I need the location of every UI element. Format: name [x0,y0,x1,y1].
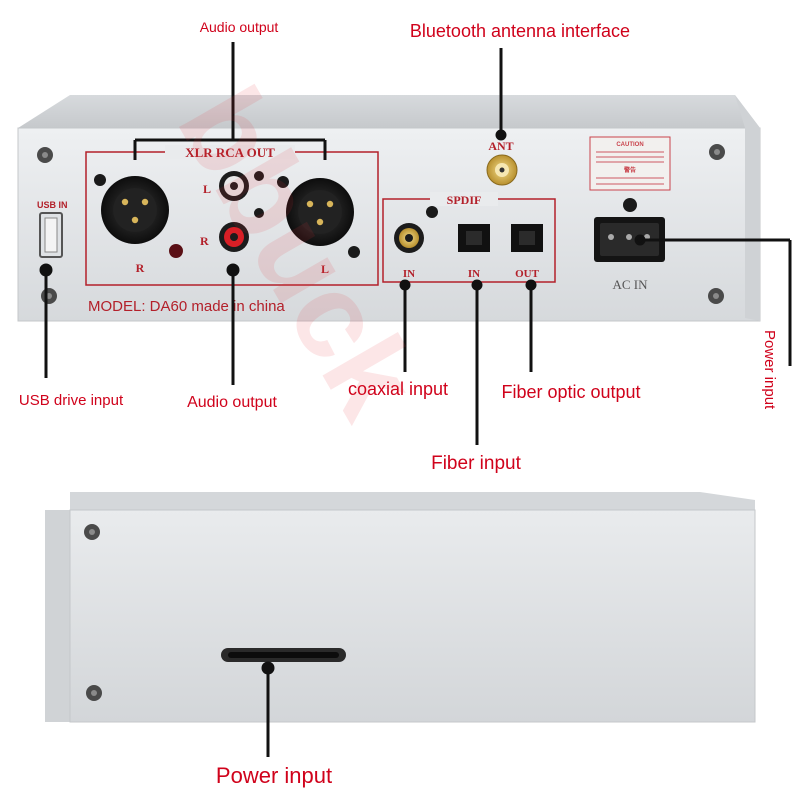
callout-usb-drive: USB drive input [19,392,124,409]
caution-sticker: CAUTION 警告 [589,136,671,191]
xlr-connector-right-channel [94,174,183,258]
rca-jack-right [219,208,264,252]
callout-coaxial: coaxial input [348,379,448,399]
side-top-edge [70,492,755,512]
screw-icon [709,144,725,160]
callout-power-input-bottom: Power input [216,763,332,788]
rca-jack-left [219,171,264,201]
coaxial-jack [394,223,424,253]
optical-output-port [511,224,543,252]
callout-bluetooth-antenna: Bluetooth antenna interface [410,21,630,41]
rca-r-label: R [200,234,209,248]
ant-label: ANT [488,139,513,153]
card-slot [221,648,346,662]
side-view [45,492,756,723]
optical-input-port [458,224,490,252]
leader-lines [39,42,792,757]
ac-power-socket [594,217,665,262]
usb-in-label: USB IN [37,200,68,210]
rear-panel-view: USB IN XLR RCA OUT R L R [17,95,761,322]
screw-icon [37,147,53,163]
opt-in-label: IN [468,268,480,280]
side-panel [69,509,756,723]
screw-icon [84,524,100,540]
spdif-label: SPDIF [447,193,482,207]
callout-audio-output-bottom: Audio output [187,394,277,411]
chassis-top [18,95,760,128]
svg-text:警告: 警告 [623,166,636,174]
chassis-side-edge [735,95,760,321]
antenna-connector [486,154,518,186]
rca-l-label: L [203,182,211,196]
callout-labels: Audio output Bluetooth antenna interface… [19,19,778,788]
coax-in-label: IN [403,268,415,280]
model-label: MODEL: DA60 made in china [88,298,285,315]
callout-audio-output-top: Audio output [200,19,279,35]
opt-out-label: OUT [515,268,540,280]
screw-icon [86,685,102,701]
ac-in-label: AC IN [612,277,648,292]
callout-fiber-optic-output: Fiber optic output [501,382,640,402]
screw-icon [708,288,724,304]
side-front-lip [45,510,70,722]
screw-icon [41,288,57,304]
callout-power-input-side: Power input [761,330,778,410]
xlr-rca-out-label: XLR RCA OUT [185,145,275,160]
xlr-connector-left-channel [277,176,360,258]
svg-text:CAUTION: CAUTION [616,142,643,148]
xlr-r-label: R [136,261,145,275]
callout-fiber-input: Fiber input [431,453,521,474]
xlr-l-label: L [321,262,329,276]
